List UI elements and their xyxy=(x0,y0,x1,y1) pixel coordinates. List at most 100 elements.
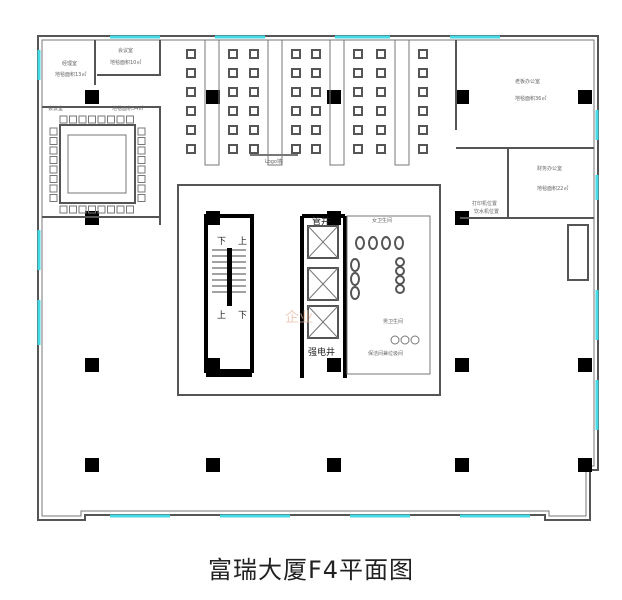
chair xyxy=(249,49,259,59)
chair xyxy=(137,165,146,174)
chair xyxy=(376,125,386,135)
meeting-table xyxy=(59,124,136,204)
chair xyxy=(291,68,301,78)
column xyxy=(455,358,469,372)
toilet xyxy=(350,258,360,272)
chair xyxy=(137,137,146,145)
chair xyxy=(69,115,77,124)
chair xyxy=(228,87,238,97)
stair-up-label: 上 xyxy=(238,236,247,247)
toilet xyxy=(381,236,391,250)
chair xyxy=(59,205,68,214)
chair xyxy=(249,87,259,97)
chair xyxy=(186,144,196,154)
floor-plan-title: 富瑞大厦F4平面图 xyxy=(207,556,415,584)
chair xyxy=(311,144,321,154)
workstations xyxy=(186,39,428,166)
side-stair xyxy=(567,224,589,281)
column xyxy=(85,90,99,104)
chair xyxy=(228,125,238,135)
chair xyxy=(311,125,321,135)
chair xyxy=(311,87,321,97)
meeting-room-area: 地毯面积54㎡ xyxy=(112,105,143,112)
column xyxy=(327,458,341,472)
column xyxy=(206,90,220,104)
chair xyxy=(228,144,238,154)
stair-down-label: 下 xyxy=(217,237,226,247)
desk xyxy=(394,39,410,166)
chair xyxy=(186,125,196,135)
elevator-cross xyxy=(307,305,339,339)
chair xyxy=(311,49,321,59)
watermark: 企业 xyxy=(285,309,313,326)
chair xyxy=(228,106,238,116)
male-wc-label: 男卫生间 xyxy=(383,318,403,325)
chair xyxy=(353,68,363,78)
toilet xyxy=(368,236,378,250)
female-wc-label: 女卫生间 xyxy=(372,217,392,224)
desk xyxy=(329,39,345,166)
chair xyxy=(137,146,146,155)
chair xyxy=(49,165,58,174)
urinal xyxy=(395,275,405,285)
printer-location: 打印机位置 xyxy=(472,200,497,207)
outer-wall-inner xyxy=(41,39,595,517)
chair xyxy=(418,49,428,59)
basin xyxy=(390,335,400,345)
chair xyxy=(249,144,259,154)
urinal xyxy=(395,284,405,294)
water-dispenser-location: 饮水机位置 xyxy=(474,208,499,215)
column xyxy=(206,358,220,372)
basin xyxy=(400,335,410,345)
manager-room-area: 地毯面积13㎡ xyxy=(55,71,86,78)
column xyxy=(85,458,99,472)
chair xyxy=(49,184,58,193)
chair xyxy=(107,115,115,124)
chair xyxy=(137,194,146,202)
column xyxy=(327,90,341,104)
basin xyxy=(410,335,420,345)
toilet xyxy=(355,236,365,250)
chair xyxy=(311,106,321,116)
elevator-cross xyxy=(307,267,339,301)
chair xyxy=(249,106,259,116)
toilet-fixtures xyxy=(350,236,420,345)
chair xyxy=(88,115,96,124)
chair xyxy=(126,205,134,214)
pipe-shaft-label: 管井 xyxy=(312,215,330,227)
chair xyxy=(418,106,428,116)
column xyxy=(578,90,592,104)
column xyxy=(85,358,99,372)
chair xyxy=(186,68,196,78)
toilet xyxy=(394,236,404,250)
core-outer-wall xyxy=(177,184,441,396)
meeting-chairs xyxy=(49,115,146,214)
chair xyxy=(376,49,386,59)
chair xyxy=(137,175,146,183)
boss-office-wall xyxy=(455,40,594,219)
power-shaft-label: 强电井 xyxy=(308,346,335,358)
chair xyxy=(88,205,96,214)
glass-windows xyxy=(37,35,599,518)
chair xyxy=(137,156,146,164)
chair xyxy=(418,144,428,154)
chair xyxy=(78,115,87,124)
chair xyxy=(311,68,321,78)
column xyxy=(206,458,220,472)
column xyxy=(327,358,341,372)
chair xyxy=(353,87,363,97)
lift-lobby-wall xyxy=(206,214,347,378)
chair xyxy=(291,49,301,59)
chair xyxy=(49,175,58,183)
chair xyxy=(376,68,386,78)
stair-shaft xyxy=(204,214,254,373)
urinal xyxy=(395,257,405,267)
chair xyxy=(291,87,301,97)
chair xyxy=(353,144,363,154)
toilet xyxy=(350,286,360,300)
meeting-table-inner xyxy=(67,134,127,194)
boss-office-name: 老板办公室 xyxy=(515,78,540,85)
chair xyxy=(249,125,259,135)
manager-room-wall xyxy=(42,40,161,225)
